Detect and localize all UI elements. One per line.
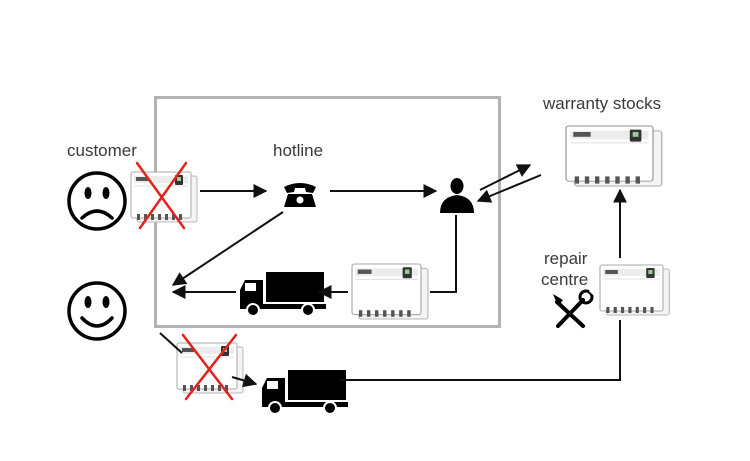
arrow-return-to-truck (231, 373, 258, 388)
sad-face-icon (67, 171, 127, 231)
arrow-hotline-to-customer (171, 211, 284, 286)
faulty-device-return (176, 333, 244, 401)
happy-face-icon (67, 281, 127, 341)
line-customer-to-return (159, 332, 183, 354)
person-icon (440, 178, 474, 213)
warranty-stocks-label: warranty stocks (542, 94, 661, 113)
faulty-device-customer (130, 161, 198, 230)
reject-x-mark (181, 333, 238, 401)
truck-icon (261, 369, 349, 415)
warranty-stock-device (565, 125, 663, 187)
line-truck-to-repair (340, 320, 621, 381)
replacement-device (351, 263, 429, 320)
customer-label: customer (67, 141, 137, 160)
truck-icon (239, 271, 327, 317)
reject-x-mark (135, 161, 188, 230)
repair-centre-label-line1: repair (544, 249, 588, 268)
tools-icon (553, 288, 596, 328)
line-agent-to-replacement (430, 215, 457, 293)
arrow-agent-to-stock (479, 164, 532, 191)
hotline-label: hotline (273, 141, 323, 160)
repair-centre-device (599, 264, 670, 316)
flow-arrows (159, 164, 627, 388)
telephone-icon (284, 183, 316, 207)
repair-centre-label-line2: centre (541, 270, 588, 289)
arrow-stock-to-agent (476, 174, 542, 203)
